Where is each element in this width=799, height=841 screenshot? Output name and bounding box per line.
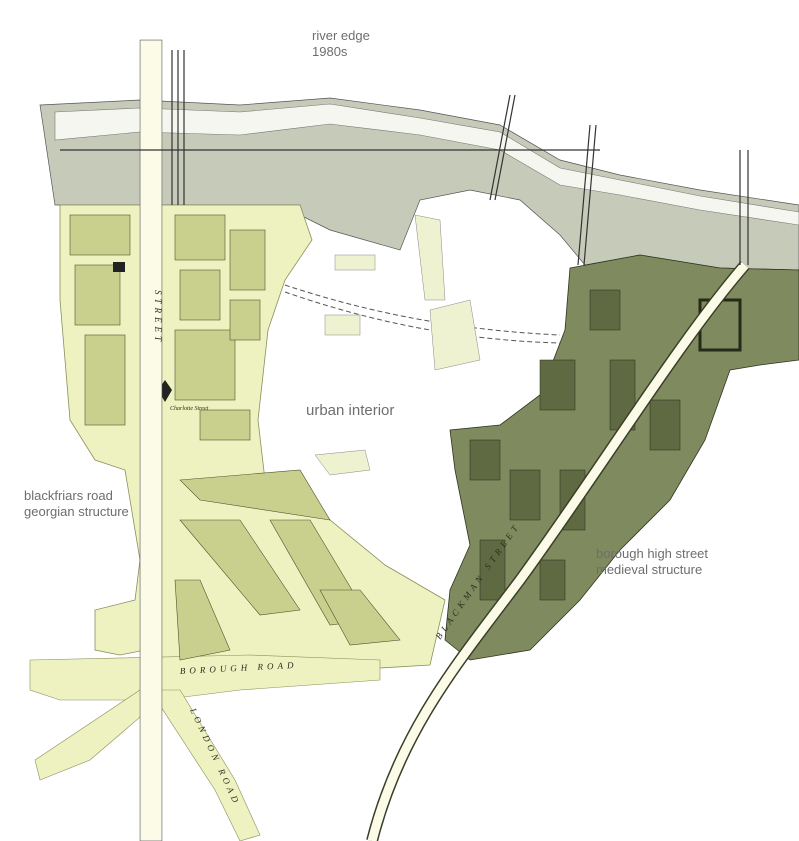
river-bank-white bbox=[54, 103, 799, 226]
borough-structure: medieval structure bbox=[596, 562, 703, 577]
river-edge-annotation: river edge 1980s bbox=[312, 28, 370, 60]
blackfriars-street-label: STREET bbox=[153, 290, 163, 345]
georgian-blocks bbox=[69, 214, 401, 661]
railway-lines bbox=[60, 50, 749, 266]
borough-label: borough high street bbox=[596, 546, 709, 561]
church-icon bbox=[113, 262, 125, 272]
blackfriars-annotation: blackfriars road georgian structure bbox=[24, 488, 129, 520]
urban-interior-annotation: urban interior bbox=[306, 402, 395, 419]
river-edge-date: 1980s bbox=[312, 44, 348, 59]
blackfriars-label: blackfriars road bbox=[24, 488, 113, 503]
river-edge-label: river edge bbox=[312, 28, 370, 43]
interior-fragments bbox=[314, 214, 481, 476]
blackfriars-road bbox=[140, 40, 162, 841]
charlotte-street-label: Charlotte Street bbox=[170, 406, 209, 412]
borough-high-street-surface bbox=[367, 262, 749, 841]
borough-road-strip bbox=[29, 654, 381, 701]
london-road-strip bbox=[149, 689, 261, 841]
borough-annotation: borough high street medieval structure bbox=[596, 546, 708, 578]
blackfriars-structure: georgian structure bbox=[24, 504, 129, 519]
medieval-blocks bbox=[469, 289, 742, 601]
dashed-route bbox=[284, 284, 561, 336]
dashed-route-2 bbox=[284, 291, 561, 344]
